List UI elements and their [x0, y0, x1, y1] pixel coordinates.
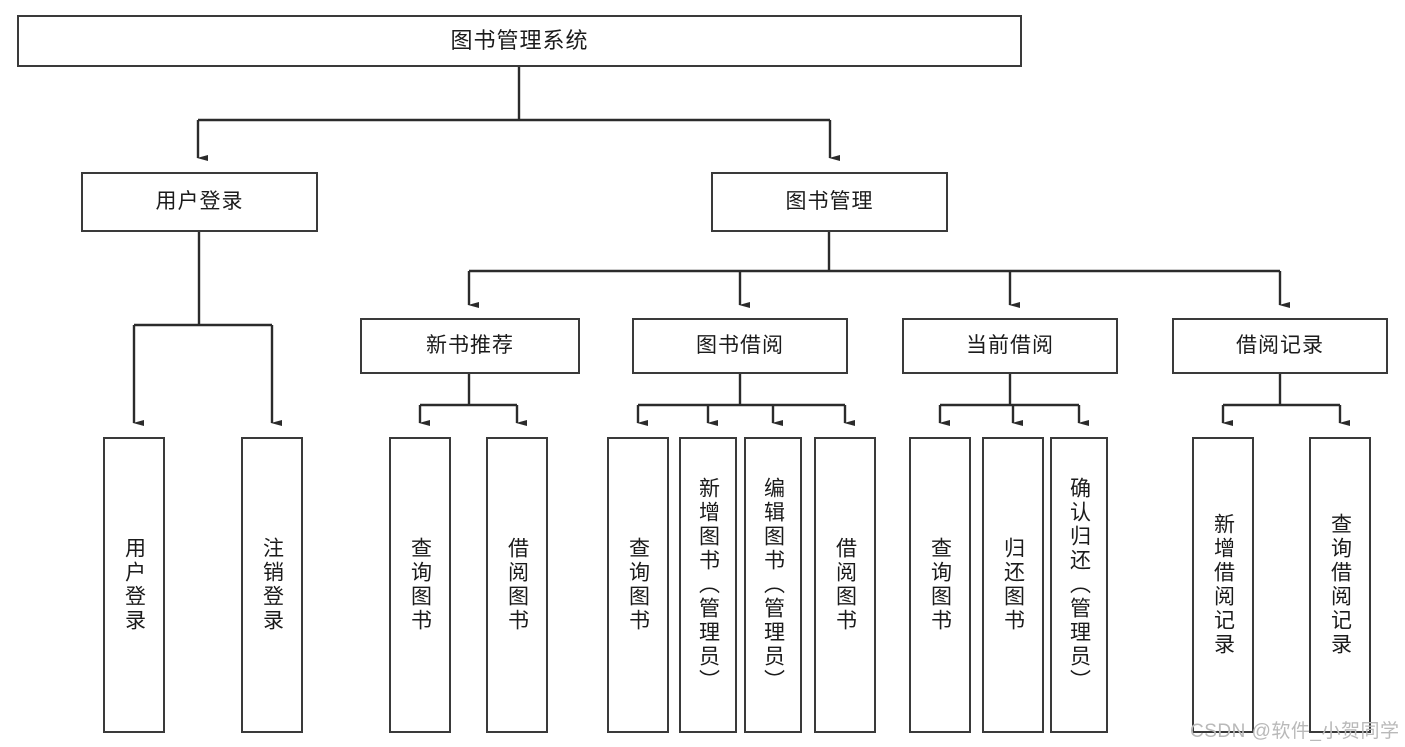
leaf-borrow-book-recommend[interactable]: 借阅图书: [486, 437, 548, 733]
node-label: 新增借阅记录: [1211, 513, 1235, 657]
csdn-watermark: CSDN @软件_小贺同学: [1190, 721, 1400, 742]
node-label: 借阅记录: [1236, 334, 1324, 358]
node-label: 图书借阅: [696, 334, 784, 358]
leaf-add-book-admin[interactable]: 新增图书（管理员）: [679, 437, 737, 733]
node-label: 注销登录: [260, 537, 284, 633]
leaf-logout[interactable]: 注销登录: [241, 437, 303, 733]
node-book-borrow[interactable]: 图书借阅: [632, 318, 848, 374]
leaf-borrow-book[interactable]: 借阅图书: [814, 437, 876, 733]
leaf-query-book-current[interactable]: 查询图书: [909, 437, 971, 733]
leaf-query-book-borrow[interactable]: 查询图书: [607, 437, 669, 733]
node-new-book-recommend[interactable]: 新书推荐: [360, 318, 580, 374]
node-label: 新书推荐: [426, 334, 514, 358]
node-label: 编辑图书（管理员）: [761, 477, 785, 693]
node-label: 用户登录: [155, 190, 244, 214]
node-label: 当前借阅: [966, 334, 1054, 358]
node-label: 用户登录: [122, 537, 146, 633]
node-label: 查询借阅记录: [1328, 513, 1352, 657]
node-label: 查询图书: [408, 537, 432, 633]
node-book-management[interactable]: 图书管理: [711, 172, 948, 232]
node-label: 确认归还（管理员）: [1067, 477, 1091, 693]
node-root-system[interactable]: 图书管理系统: [17, 15, 1022, 67]
leaf-edit-book-admin[interactable]: 编辑图书（管理员）: [744, 437, 802, 733]
node-label: 查询图书: [928, 537, 952, 633]
node-label: 借阅图书: [833, 537, 857, 633]
node-label: 新增图书（管理员）: [696, 477, 720, 693]
leaf-user-login[interactable]: 用户登录: [103, 437, 165, 733]
leaf-query-borrow-record[interactable]: 查询借阅记录: [1309, 437, 1371, 733]
node-label: 查询图书: [626, 537, 650, 633]
node-user-login[interactable]: 用户登录: [81, 172, 318, 232]
node-borrow-record[interactable]: 借阅记录: [1172, 318, 1388, 374]
leaf-return-book[interactable]: 归还图书: [982, 437, 1044, 733]
node-current-borrow[interactable]: 当前借阅: [902, 318, 1118, 374]
node-label: 图书管理: [785, 190, 874, 214]
node-label: 借阅图书: [505, 537, 529, 633]
node-label: 归还图书: [1001, 537, 1025, 633]
node-label: 图书管理系统: [450, 27, 589, 53]
leaf-query-book-recommend[interactable]: 查询图书: [389, 437, 451, 733]
leaf-add-borrow-record[interactable]: 新增借阅记录: [1192, 437, 1254, 733]
leaf-confirm-return-admin[interactable]: 确认归还（管理员）: [1050, 437, 1108, 733]
